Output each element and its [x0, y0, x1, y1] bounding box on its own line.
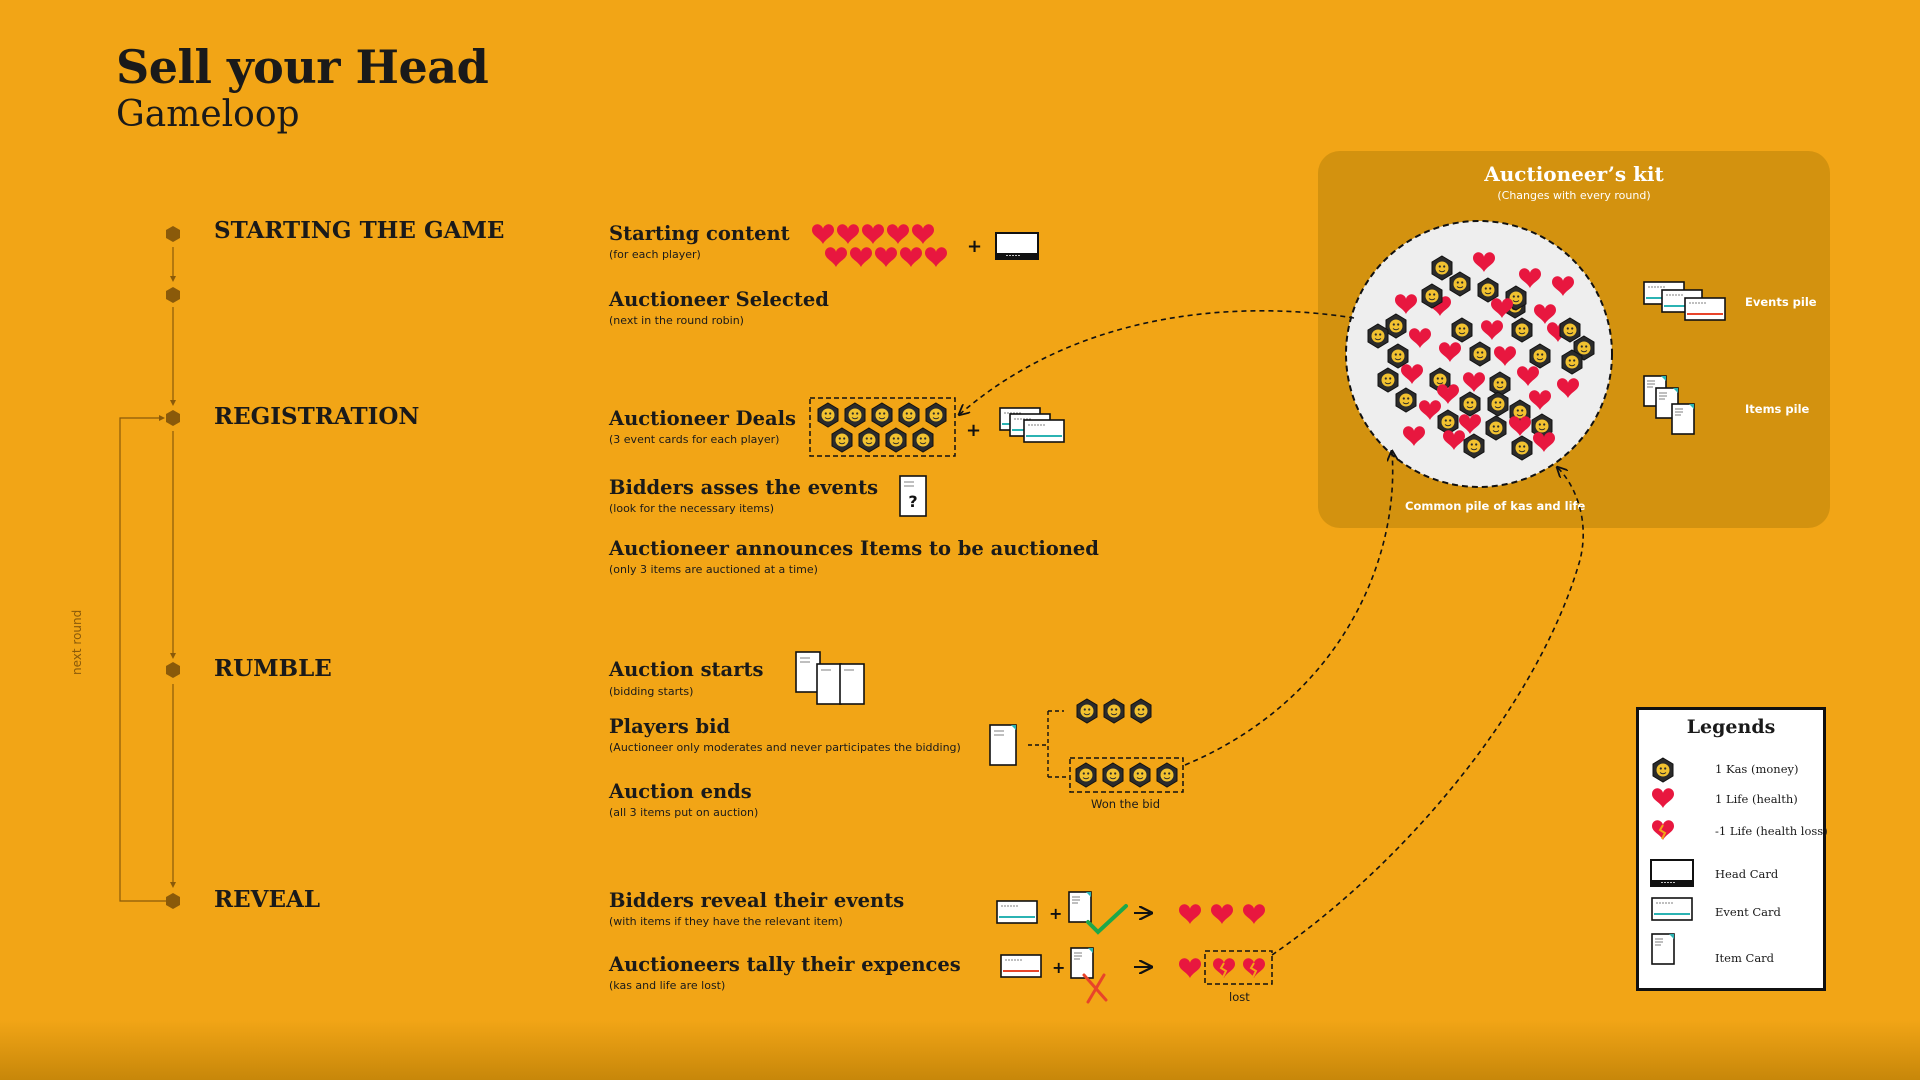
bid-coins-low [1076, 698, 1152, 724]
step-players-bid-title: Players bid [609, 715, 731, 738]
check-icon [1086, 904, 1128, 935]
step-auctioneer-deals-sub: (3 event cards for each player) [609, 433, 780, 446]
reward-hearts [1179, 904, 1265, 924]
step-bidders-reveal-sub: (with items if they have the relevant it… [609, 915, 843, 928]
auction-item-cards [795, 651, 865, 705]
step-auctioneer-selected-sub: (next in the round robin) [609, 314, 744, 327]
timeline-nodes [166, 226, 180, 909]
step-auction-starts-sub: (bidding starts) [609, 685, 694, 698]
legend-head-card-icon [1650, 859, 1694, 887]
head-card-icon [995, 232, 1039, 260]
lost-label: lost [1229, 990, 1250, 1004]
step-auctioneer-selected-title: Auctioneer Selected [609, 288, 829, 311]
legend-label-event-card: Event Card [1715, 905, 1781, 919]
step-auction-ends-title: Auction ends [609, 780, 752, 803]
unknown-item-card: ? [899, 475, 927, 517]
svg-text:?: ? [908, 492, 917, 511]
timeline-arrows [159, 276, 176, 888]
svg-text:+: + [967, 236, 982, 257]
phase-registration: REGISTRATION [214, 403, 420, 430]
step-auctioneer-deals-title: Auctioneer Deals [609, 407, 796, 430]
legend-label-item-card: Item Card [1715, 951, 1775, 965]
legend-label-life-loss: -1 Life (health loss) [1715, 824, 1828, 838]
page-subtitle: Gameloop [116, 94, 300, 135]
step-auction-starts-title: Auction starts [609, 658, 764, 681]
legend-label-head-card: Head Card [1715, 867, 1779, 881]
step-bidders-asses-sub: (look for the necessary items) [609, 502, 775, 515]
step-tally-sub: (kas and life are lost) [609, 979, 726, 992]
items-pile-label: Items pile [1745, 402, 1810, 416]
events-pile-label: Events pile [1745, 295, 1817, 309]
legend-label-life: 1 Life (health) [1715, 792, 1798, 806]
step-starting-content-title: Starting content [609, 222, 790, 245]
bid-coins-won [1075, 762, 1178, 788]
legend-item-card-icon [1651, 933, 1675, 965]
cross-icon [1082, 973, 1108, 1004]
bid-item-card [989, 724, 1017, 766]
legend-kas-icon [1652, 757, 1674, 783]
legend-event-card-icon [1651, 897, 1693, 921]
legend-title: Legends [1686, 716, 1776, 738]
step-auction-ends-sub: (all 3 items put on auction) [609, 806, 759, 819]
step-announces-title: Auctioneer announces Items to be auction… [609, 537, 1099, 560]
deal-coins [817, 402, 947, 453]
legend-broken-heart-icon [1651, 819, 1675, 841]
kit-title: Auctioneer’s kit [1484, 162, 1664, 186]
event-cards-stack [999, 407, 1065, 443]
page-title: Sell your Head [116, 40, 489, 94]
timeline [119, 247, 174, 902]
kit-subtitle: (Changes with every round) [1497, 189, 1651, 202]
step-starting-content-sub: (for each player) [609, 248, 701, 261]
lost-hearts [1212, 957, 1266, 979]
common-pile-label: Common pile of kas and life [1405, 499, 1586, 513]
svg-text:+: + [1052, 958, 1065, 977]
items-pile [1643, 375, 1695, 435]
step-players-bid-sub: (Auctioneer only moderates and never par… [609, 741, 961, 754]
events-pile [1643, 281, 1726, 321]
legend-label-kas: 1 Kas (money) [1715, 762, 1799, 776]
step-bidders-reveal-title: Bidders reveal their events [609, 889, 905, 912]
step-announces-sub: (only 3 items are auctioned at a time) [609, 563, 818, 576]
bottom-gradient [0, 1020, 1920, 1080]
step-tally-title: Auctioneers tally their expences [609, 953, 961, 976]
step-bidders-asses-title: Bidders asses the events [609, 476, 879, 499]
svg-text:+: + [1049, 904, 1062, 923]
phase-starting-the-game: STARTING THE GAME [214, 217, 505, 244]
phase-reveal: REVEAL [214, 886, 321, 913]
starting-hearts [812, 224, 947, 267]
won-bid-label: Won the bid [1091, 797, 1160, 811]
svg-text:+: + [966, 420, 981, 441]
legend-heart-icon [1652, 788, 1674, 808]
phase-rumble: RUMBLE [214, 655, 332, 682]
